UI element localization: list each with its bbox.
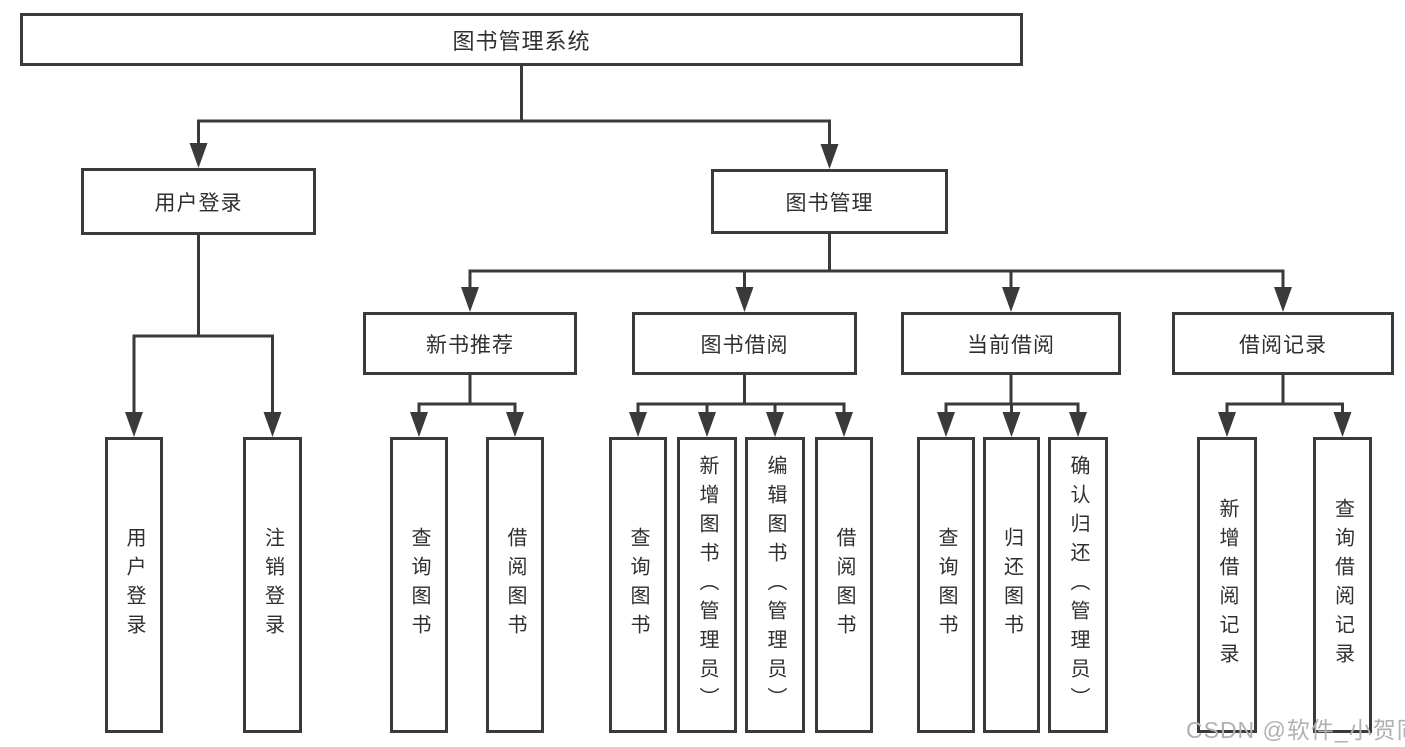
leaf-label: 新增图书（管理员） [696, 454, 718, 716]
arrow-down-icon [1333, 412, 1352, 437]
node-borrowing-records: 借阅记录 [1172, 312, 1394, 375]
arrow-down-icon [263, 412, 282, 437]
node-book-management: 图书管理 [711, 169, 948, 234]
leaf-borrow-books-borrowing: 借阅图书 [815, 437, 873, 733]
arrow-down-icon [125, 412, 143, 437]
leaf-label: 归还图书 [1000, 527, 1023, 643]
leaf-query-books-borrowing: 查询图书 [609, 437, 667, 733]
arrow-down-icon [735, 287, 754, 312]
leaf-label: 编辑图书（管理员） [764, 454, 786, 716]
arrow-down-icon [1218, 412, 1236, 437]
node-current-borrowing: 当前借阅 [901, 312, 1121, 375]
arrow-down-icon [1069, 412, 1087, 437]
node-book-borrowing: 图书借阅 [632, 312, 857, 375]
leaf-query-books-current: 查询图书 [917, 437, 975, 733]
leaf-label: 借阅图书 [504, 527, 526, 643]
node-user-login: 用户登录 [81, 168, 316, 235]
arrow-down-icon [937, 412, 955, 437]
leaf-label: 查询图书 [408, 527, 430, 643]
leaf-label: 用户登录 [123, 527, 145, 643]
arrow-down-icon [189, 143, 208, 168]
leaf-label: 确认归还（管理员） [1067, 454, 1089, 716]
arrow-down-icon [506, 412, 524, 437]
leaf-label: 查询图书 [627, 527, 649, 643]
leaf-label: 新增借阅记录 [1216, 498, 1238, 672]
leaf-query-borrow-record: 查询借阅记录 [1313, 437, 1372, 733]
leaf-label: 借阅图书 [833, 527, 855, 643]
arrow-down-icon [820, 144, 839, 169]
arrow-down-icon [1002, 412, 1021, 437]
leaf-borrow-books-recommend: 借阅图书 [486, 437, 544, 733]
leaf-add-book-admin: 新增图书（管理员） [677, 437, 737, 733]
arrow-down-icon [766, 412, 784, 437]
leaf-return-book: 归还图书 [983, 437, 1040, 733]
arrow-down-icon [698, 412, 716, 437]
arrow-down-icon [835, 412, 853, 437]
root-node-library-management-system: 图书管理系统 [20, 13, 1023, 66]
csdn-watermark: CSDN @软件_小贺同学 [1186, 717, 1405, 743]
arrow-down-icon [410, 412, 428, 437]
arrow-down-icon [1002, 287, 1020, 312]
arrow-down-icon [629, 412, 647, 437]
leaf-edit-book-admin: 编辑图书（管理员） [745, 437, 805, 733]
leaf-label: 注销登录 [261, 527, 284, 643]
leaf-logout: 注销登录 [243, 437, 302, 733]
leaf-query-books-recommend: 查询图书 [390, 437, 448, 733]
leaf-label: 查询借阅记录 [1331, 498, 1354, 672]
leaf-user-login: 用户登录 [105, 437, 163, 733]
leaf-confirm-return-admin: 确认归还（管理员） [1048, 437, 1108, 733]
arrow-down-icon [461, 287, 479, 312]
leaf-add-borrow-record: 新增借阅记录 [1197, 437, 1257, 733]
arrow-down-icon [1274, 287, 1292, 312]
leaf-label: 查询图书 [935, 527, 957, 643]
node-new-book-recommend: 新书推荐 [363, 312, 577, 375]
